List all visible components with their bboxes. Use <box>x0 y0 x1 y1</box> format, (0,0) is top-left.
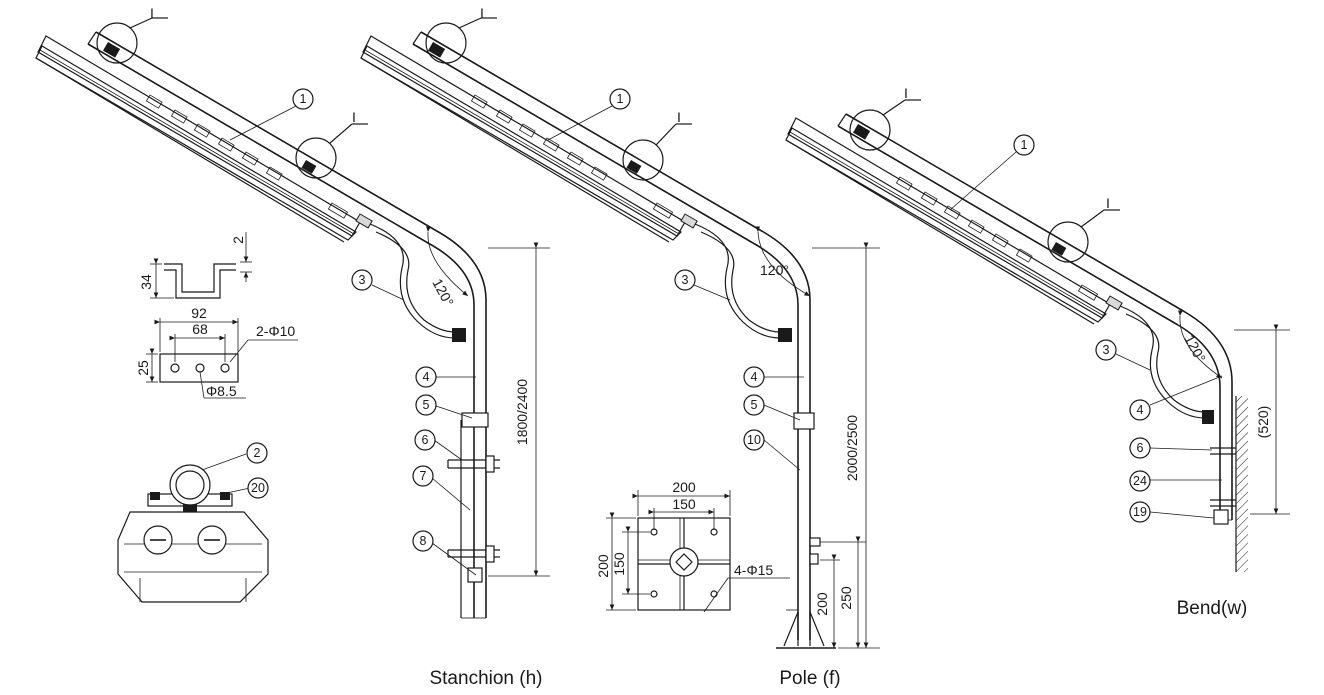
stanchion-part-3: 3 <box>359 273 366 287</box>
stanchion-part-7: 7 <box>420 469 427 483</box>
detail-marker-5: I <box>904 85 908 101</box>
stanchion-caption: Stanchion (h) <box>429 668 542 689</box>
detail-marker-6: I <box>1106 195 1110 211</box>
pole-part-4: 4 <box>751 370 758 384</box>
bend-part-19: 19 <box>1133 505 1147 519</box>
detail-marker-3: I <box>480 5 484 21</box>
base-dim-150: 150 <box>672 496 696 512</box>
bend-part-24: 24 <box>1133 474 1147 488</box>
bend-caption: Bend(w) <box>1177 598 1248 619</box>
stanchion-part-4: 4 <box>423 370 430 384</box>
stanchion-part-1: 1 <box>300 92 307 106</box>
bend-angle-label: 120° <box>1181 332 1209 365</box>
base-dim-150v: 150 <box>611 552 627 576</box>
stanchion-part-5: 5 <box>423 398 430 412</box>
bracket-dim-2: 2 <box>230 236 246 244</box>
bend-part-3: 3 <box>1103 343 1110 357</box>
pole-part-3: 3 <box>682 273 689 287</box>
bend-part-6: 6 <box>1137 441 1144 455</box>
pole-dim-250: 250 <box>838 586 854 610</box>
end-view-part-20: 20 <box>251 481 265 495</box>
bracket-hole2-label: Φ8.5 <box>206 383 237 399</box>
fixture-end-view: 2 20 <box>117 442 269 603</box>
bracket-dim-34: 34 <box>138 274 154 290</box>
pole-part-5: 5 <box>751 398 758 412</box>
detail-marker-2: I <box>352 109 356 125</box>
pole-assembly: 120° 2000/2500 250 200 I I 1 3 4 5 10 Po… <box>360 5 880 689</box>
detail-marker-4: I <box>677 109 681 125</box>
bracket-detail: 2 34 92 68 25 2-Φ10 Φ8.5 <box>135 232 298 399</box>
bracket-dim-92: 92 <box>191 305 207 321</box>
bend-part-4: 4 <box>1137 403 1144 417</box>
end-view-part-2: 2 <box>254 446 261 460</box>
bracket-dim-68: 68 <box>192 321 208 337</box>
stanchion-angle-label: 120° <box>429 276 457 309</box>
stanchion-assembly: 120° 1800/2400 I I 1 3 4 5 6 7 8 Stanchi… <box>35 5 550 689</box>
pole-dim-200: 200 <box>814 592 830 616</box>
pole-caption: Pole (f) <box>779 668 840 689</box>
pole-angle-label: 120° <box>760 262 789 278</box>
bend-part-1: 1 <box>1021 138 1028 152</box>
bracket-holes-label: 2-Φ10 <box>256 323 295 339</box>
base-plate-detail: 200 150 200 150 4-Φ15 <box>595 479 790 613</box>
pole-part-1: 1 <box>617 92 624 106</box>
bend-assembly: 120° (520) I I 1 3 4 6 24 19 Bend(w) <box>785 85 1290 619</box>
detail-marker-1: I <box>150 5 154 21</box>
base-holes-label: 4-Φ15 <box>734 562 773 578</box>
bracket-dim-25: 25 <box>135 360 151 376</box>
base-dim-200v: 200 <box>595 554 611 578</box>
base-dim-200: 200 <box>672 479 696 495</box>
pole-part-10: 10 <box>747 433 761 447</box>
bend-height-dim: (520) <box>1255 406 1271 439</box>
stanchion-part-6: 6 <box>422 433 429 447</box>
stanchion-part-8: 8 <box>420 534 427 548</box>
stanchion-height-dim: 1800/2400 <box>514 379 530 445</box>
pole-height-dim: 2000/2500 <box>844 415 860 481</box>
